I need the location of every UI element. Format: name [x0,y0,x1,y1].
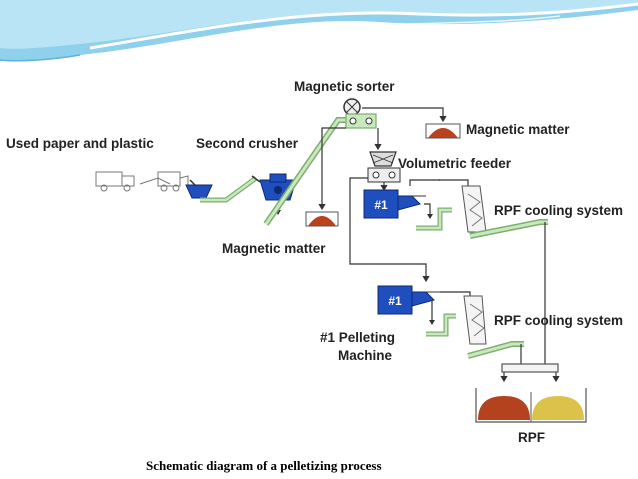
magnetic-matter-bottom-bin [305,211,339,227]
feeder-to-machines-lines [349,177,440,283]
label-rpf: RPF [518,430,545,445]
first-hopper [185,179,213,199]
rpf-product-bins [475,388,587,423]
rpf-distribution-arrows [500,363,560,383]
volumetric-feeder-unit [367,151,401,183]
pelleting-machine-upper [363,189,433,219]
conveyor-upper-short [416,207,452,231]
magnetic-matter-bottom-pile [308,216,336,226]
arrow-to-magnetic-matter-top [362,107,447,123]
machine-badge-lower: #1 [388,294,402,308]
collection-trucks-sketch [95,171,189,192]
label-magnetic-matter-top: Magnetic matter [466,122,570,137]
conveyor-to-crusher [200,175,258,203]
label-pelleting-machine-line1: #1 Pelleting [320,330,396,345]
diagram-caption: Schematic diagram of a pelletizing proce… [146,458,382,473]
arrow-sorter-to-feeder [374,128,382,151]
magnetic-matter-top-pile [428,128,458,138]
label-magnetic-matter-bottom: Magnetic matter [222,241,326,256]
arrow-sorter-to-magnetic-bottom [318,127,346,211]
magnetic-matter-top-bin [425,123,461,139]
rpf-cooling-system-lower [440,291,524,368]
label-used-paper-plastic: Used paper and plastic [6,136,154,151]
rpf-cooling-system-upper [438,179,548,368]
magnetic-sorter-unit [343,98,377,129]
label-magnetic-sorter: Magnetic sorter [294,79,395,94]
pelleting-machine-lower [377,285,440,325]
conveyor-lower-short [426,313,456,337]
label-pelleting-machine-line2: Machine [338,348,393,363]
label-rpf-cooling-lower: RPF cooling system [494,313,624,328]
header-wave-decoration [0,0,638,62]
machine-badge-upper: #1 [374,198,388,212]
label-rpf-cooling-upper: RPF cooling system [494,203,624,218]
label-second-crusher: Second crusher [196,136,299,151]
label-volumetric-feeder: Volumetric feeder [398,156,512,171]
